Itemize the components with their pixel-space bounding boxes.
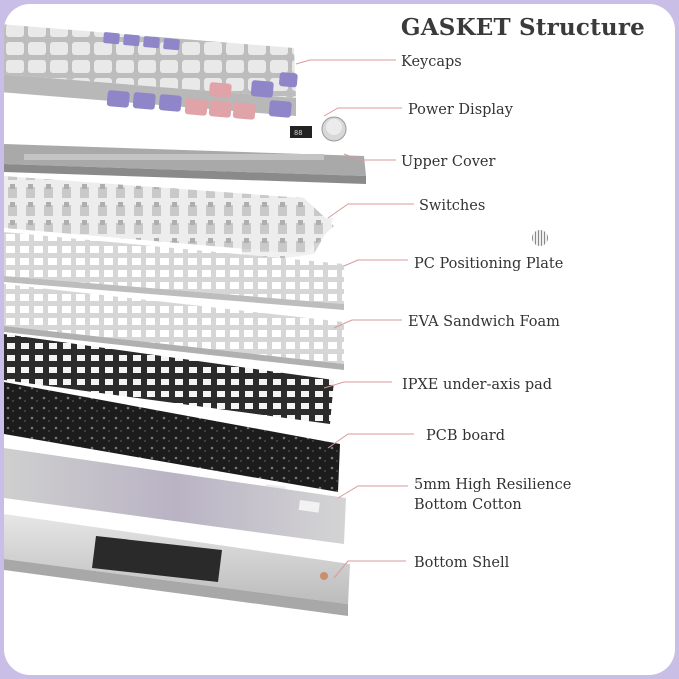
label-switches: Switches bbox=[419, 198, 486, 214]
label-power-display: Power Display bbox=[408, 102, 513, 118]
svg-text:88: 88 bbox=[294, 129, 302, 137]
label-bottom-cotton-line2: Bottom Cotton bbox=[414, 497, 522, 513]
label-bottom-shell: Bottom Shell bbox=[414, 555, 510, 571]
label-ipxe-pad: IPXE under-axis pad bbox=[402, 377, 553, 393]
ipxe-pad-layer bbox=[4, 334, 334, 424]
label-bottom-cotton-line1: 5mm High Resilience bbox=[414, 477, 572, 493]
label-upper-cover: Upper Cover bbox=[401, 154, 496, 170]
eva-foam-layer bbox=[4, 284, 344, 370]
pc-positioning-plate-layer bbox=[4, 232, 344, 310]
bottom-shell-layer bbox=[4, 514, 350, 616]
label-pcb-board: PCB board bbox=[426, 428, 505, 444]
callout-lines bbox=[295, 59, 414, 579]
label-keycaps: Keycaps bbox=[401, 54, 462, 70]
bottom-cotton-layer bbox=[4, 448, 346, 544]
keycaps-callout-line bbox=[295, 59, 396, 65]
diagram-title: GASKET Structure bbox=[400, 14, 645, 41]
upper-cover-layer bbox=[4, 144, 366, 184]
exploded-keyboard-illustration: 88 bbox=[4, 24, 414, 616]
label-eva-sandwich-foam: EVA Sandwich Foam bbox=[408, 314, 560, 330]
label-bottom-cotton: 5mm High Resilience Bottom Cotton bbox=[414, 475, 571, 515]
switches-layer bbox=[4, 176, 334, 264]
keycaps-layer bbox=[4, 24, 298, 120]
diagram-card: 88 bbox=[4, 4, 675, 675]
scroll-cursor-icon bbox=[532, 230, 548, 246]
power-display-module: 88 bbox=[290, 116, 347, 142]
label-pc-positioning-plate: PC Positioning Plate bbox=[414, 256, 564, 272]
